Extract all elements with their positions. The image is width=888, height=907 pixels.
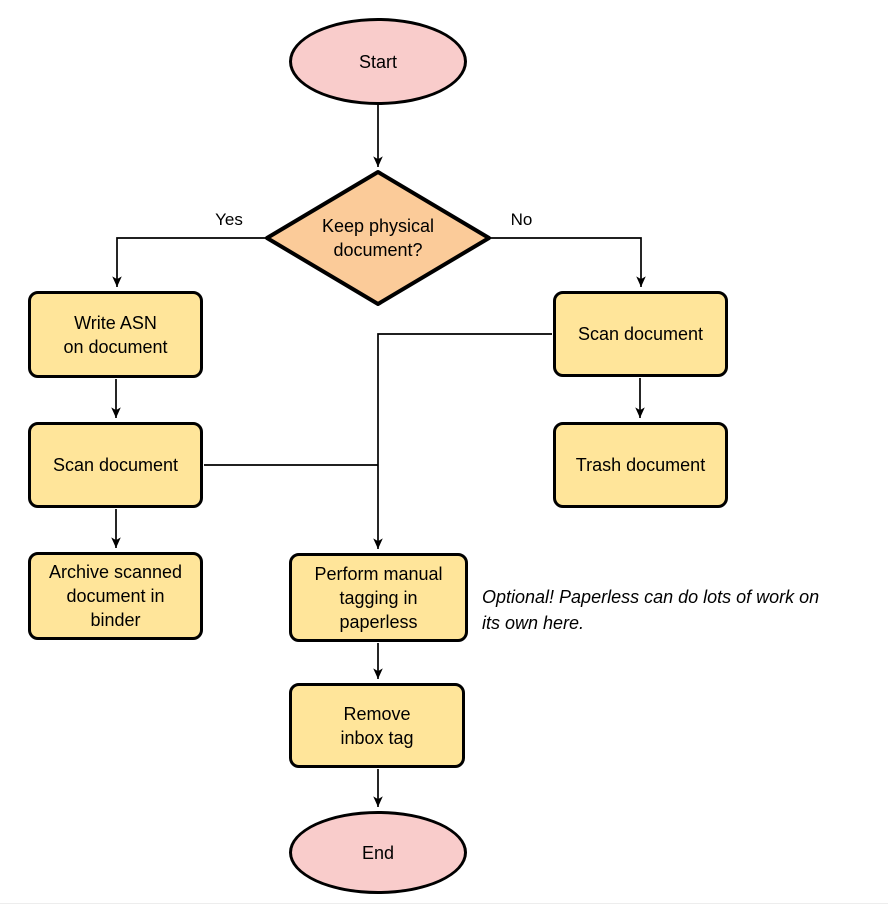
node-remove-inbox-tag: Remove inbox tag	[289, 683, 465, 768]
edge-scan-right-to-tagging	[373, 333, 552, 549]
bottom-hairline	[0, 903, 888, 904]
node-archive-in-binder-label: Archive scanned document in binder	[48, 562, 183, 630]
node-end-label: End	[361, 842, 395, 863]
node-write-asn-label: Write ASN on document	[63, 312, 168, 357]
node-remove-inbox-tag-label: Remove inbox tag	[340, 703, 414, 748]
note-optional-paperless: Optional! Paperless can do lots of work …	[482, 587, 820, 633]
node-start-label: Start	[358, 51, 397, 72]
node-manual-tagging-label: Perform manual tagging in paperless	[314, 563, 443, 632]
node-write-asn: Write ASN on document	[28, 291, 203, 378]
node-trash-document: Trash document	[553, 422, 728, 508]
edge-label-yes: Yes	[215, 210, 243, 229]
node-decision-shape	[265, 170, 491, 306]
node-trash-document-label: Trash document	[575, 455, 706, 475]
node-archive-in-binder: Archive scanned document in binder	[28, 552, 203, 640]
node-decision-label: Keep physical document?	[321, 216, 435, 260]
node-start: Start	[289, 18, 467, 105]
edge-decision-yes-to-write-asn	[112, 237, 267, 287]
node-scan-document-left-label: Scan document	[52, 455, 179, 475]
node-scan-document-left: Scan document	[28, 422, 203, 508]
node-scan-document-right-label: Scan document	[577, 324, 704, 344]
node-manual-tagging: Perform manual tagging in paperless	[289, 553, 468, 642]
node-end: End	[289, 811, 467, 894]
edge-decision-no-to-scan-right	[489, 237, 646, 287]
edge-label-no: No	[510, 210, 533, 229]
node-scan-document-right: Scan document	[553, 291, 728, 377]
